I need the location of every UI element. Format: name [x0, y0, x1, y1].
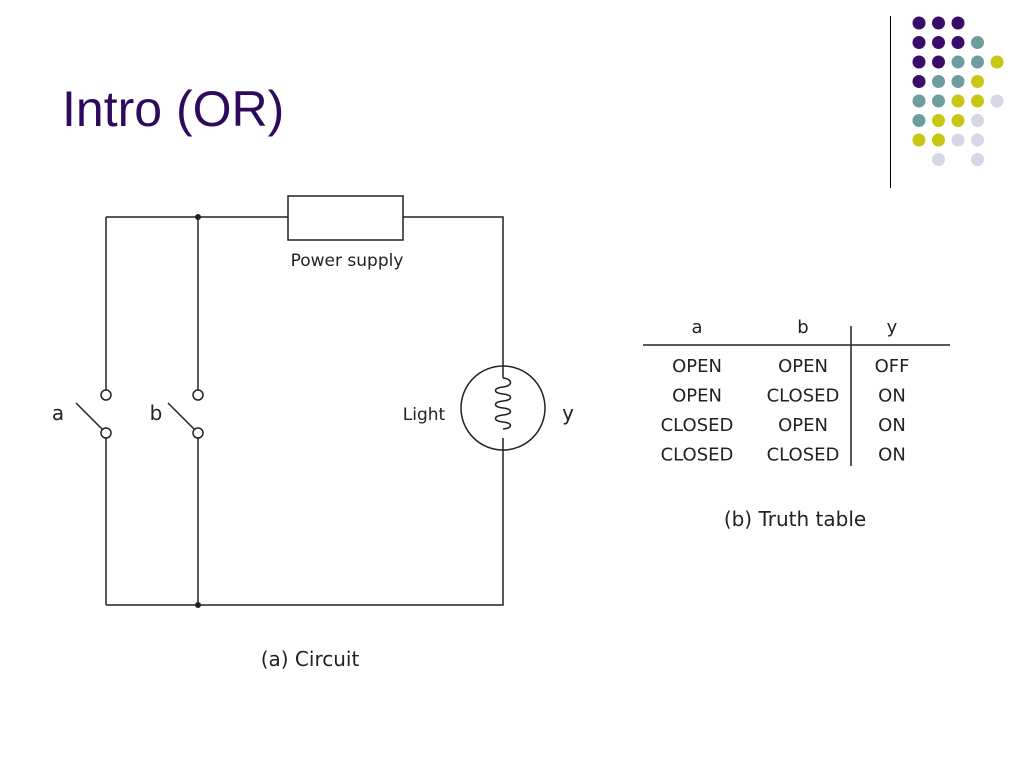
- wire-right-lower: [106, 450, 504, 606]
- truth-table-cell: ON: [878, 445, 906, 466]
- truth-table-caption: (b) Truth table: [724, 507, 866, 531]
- switch-b: [167, 389, 204, 439]
- decorative-divider: [890, 16, 891, 188]
- truth-table-cell: ON: [878, 386, 906, 407]
- truth-table-cell: CLOSED: [767, 445, 840, 466]
- light-label: Light: [403, 405, 446, 425]
- decorative-dot: [912, 75, 926, 88]
- decorative-dot: [932, 16, 945, 30]
- decorative-dot: [990, 55, 1004, 69]
- truth-table-header: y: [887, 317, 898, 338]
- truth-table-cell: OPEN: [778, 415, 828, 436]
- decorative-dot: [932, 133, 945, 147]
- decorative-dot: [932, 75, 945, 88]
- decorative-dot: [932, 36, 945, 49]
- decorative-dot: [971, 36, 984, 49]
- decorative-dot: [932, 55, 945, 69]
- truth-table-cell: CLOSED: [767, 386, 840, 407]
- decorative-dot: [912, 36, 926, 49]
- decorative-dot: [971, 75, 984, 88]
- circuit-diagram: Power supply a b Light y (a) Circuit: [52, 195, 574, 671]
- decorative-dot: [912, 133, 926, 147]
- truth-table-header: b: [797, 317, 808, 338]
- power-supply-box: [287, 195, 404, 241]
- decorative-dot: [971, 114, 984, 127]
- truth-table-cell: ON: [878, 415, 906, 436]
- truth-table-cell: OPEN: [778, 356, 828, 377]
- decorative-dot: [951, 114, 965, 127]
- decorative-dot: [932, 153, 945, 166]
- light-bulb: [460, 365, 546, 451]
- decorative-dot: [951, 16, 965, 30]
- switch-b-label: b: [150, 401, 163, 425]
- decorative-dot: [971, 133, 984, 147]
- switch-a: [75, 389, 112, 439]
- switch-a-label: a: [52, 401, 64, 425]
- power-supply-label: Power supply: [291, 251, 404, 271]
- decorative-dot: [951, 75, 965, 88]
- decorative-dot: [951, 94, 965, 108]
- decorative-dot: [951, 36, 965, 49]
- decorative-dot: [951, 55, 965, 69]
- output-y-label: y: [562, 401, 574, 425]
- truth-table-cell: CLOSED: [661, 415, 734, 436]
- decorative-dot: [912, 94, 926, 108]
- truth-table-cell: OFF: [875, 356, 910, 377]
- decorative-dot: [912, 55, 926, 69]
- truth-table-header: a: [691, 317, 702, 338]
- junction-bottom: [195, 602, 201, 608]
- decorative-dot: [912, 114, 926, 127]
- wire-top-right: [403, 216, 504, 366]
- truth-table-cell: OPEN: [672, 386, 722, 407]
- junction-top: [195, 214, 201, 220]
- slide-title: Intro (OR): [62, 81, 285, 137]
- decorative-dot: [971, 94, 984, 108]
- decorative-dot: [932, 94, 945, 108]
- decorative-dot: [932, 114, 945, 127]
- circuit-wires: [105, 216, 504, 606]
- decorative-dot: [971, 55, 984, 69]
- truth-table-cell: CLOSED: [661, 445, 734, 466]
- truth-table-cell: OPEN: [672, 356, 722, 377]
- decorative-dot: [971, 153, 984, 166]
- circuit-caption: (a) Circuit: [261, 647, 360, 671]
- decorative-dot: [951, 133, 965, 147]
- decorative-dot: [990, 94, 1004, 108]
- decorative-dot-grid: [912, 16, 1004, 166]
- decorative-dot: [912, 16, 926, 30]
